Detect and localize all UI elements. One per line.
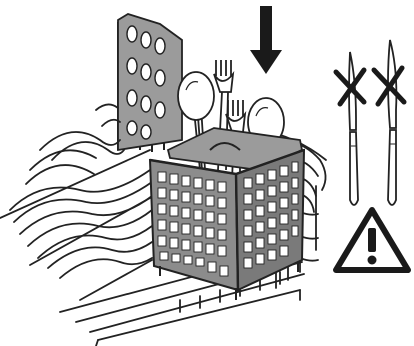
rack-back-panel bbox=[118, 14, 182, 150]
knife-icon bbox=[349, 52, 358, 205]
warning-triangle-icon bbox=[336, 210, 408, 270]
knife-icon bbox=[388, 40, 396, 205]
down-arrow-icon bbox=[250, 6, 282, 74]
